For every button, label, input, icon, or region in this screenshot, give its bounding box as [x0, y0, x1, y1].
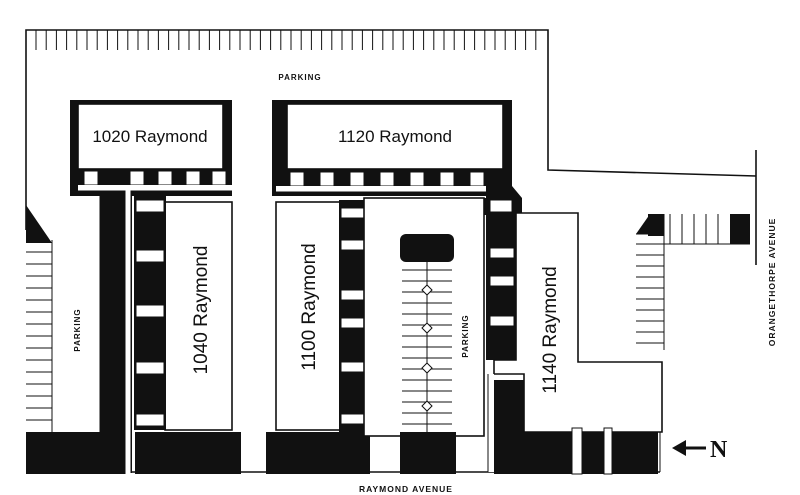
east-parking [636, 150, 757, 350]
north-arrow-icon [672, 440, 686, 456]
building-1020-notches [78, 170, 232, 192]
north-label: N [710, 437, 728, 463]
top-parking-label: PARKING [278, 73, 321, 82]
center-parking-island [363, 197, 485, 474]
building-1120-notches [276, 171, 513, 213]
building-1100-label: 1100 Raymond [299, 243, 320, 370]
building-1120-complex [266, 100, 522, 474]
northeast-parking-stalls [669, 214, 719, 244]
building-1140-notches [489, 247, 515, 327]
building-1120-label: 1120 Raymond [338, 127, 452, 146]
center-parking-label: PARKING [461, 314, 470, 357]
center-light-posts [421, 284, 433, 412]
raymond-avenue-label: RAYMOND AVENUE [359, 484, 453, 494]
east-parking-stalls [636, 243, 664, 344]
building-1020-complex [26, 100, 241, 474]
orangethorpe-avenue-label: ORANGETHORPE AVENUE [767, 218, 777, 347]
left-parking-stalls-outer [26, 251, 52, 421]
building-1040-notches [135, 199, 165, 427]
building-1140-complex [486, 212, 663, 475]
top-parking-lot [25, 29, 757, 200]
building-1040-label: 1040 Raymond [191, 246, 212, 375]
north-arrow: N [672, 437, 728, 463]
top-parking-stalls [35, 30, 537, 50]
building-1020-label: 1020 Raymond [92, 127, 207, 146]
west-landscape-block [26, 205, 52, 243]
building-1140-label: 1140 Raymond [540, 266, 561, 393]
left-parking-label: PARKING [73, 308, 82, 351]
